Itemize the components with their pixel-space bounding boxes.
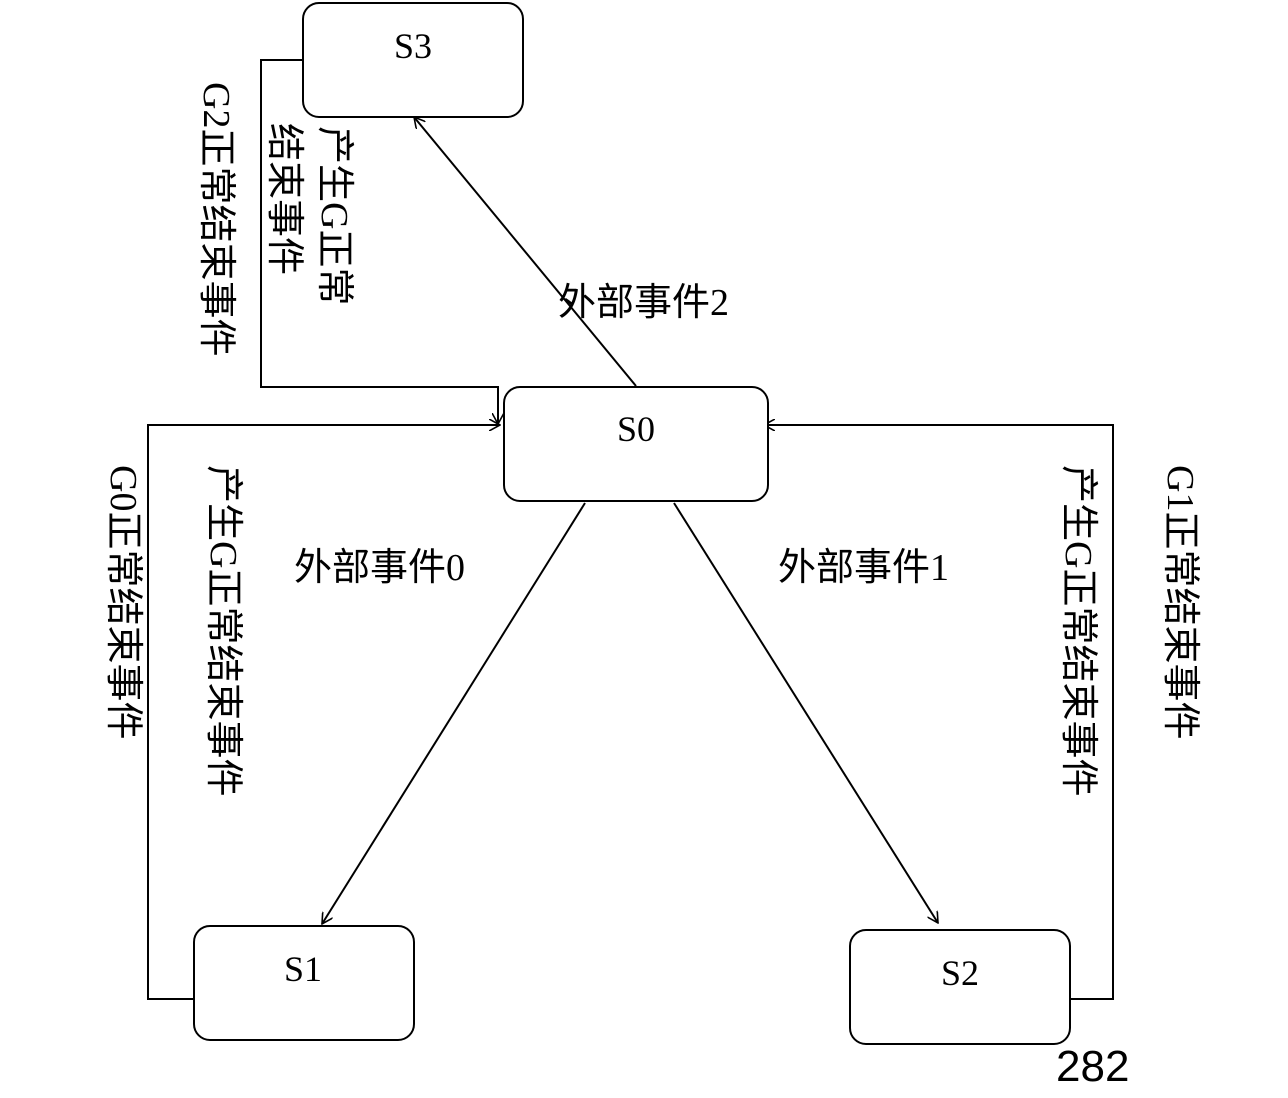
state-s3: S3: [302, 2, 524, 118]
edge-label-external-event-2: 外部事件2: [558, 282, 729, 324]
state-s3-label: S3: [394, 26, 432, 66]
page-number: 282: [1056, 1042, 1130, 1091]
state-s0: S0: [503, 386, 769, 502]
arrow-s0-to-s1: [322, 502, 586, 924]
state-s1-label: S1: [284, 949, 322, 989]
label-gen-g-end-s1: 产生G正常结束事件: [202, 465, 244, 796]
loop-s2-to-s0: [764, 425, 1114, 1000]
state-s1: S1: [193, 925, 415, 1041]
label-gen-g-end-s3-col1: 产生G正常: [313, 126, 355, 305]
label-gen-g-end-s2: 产生G正常结束事件: [1057, 465, 1099, 796]
label-g0-end-event: G0正常结束事件: [102, 465, 144, 739]
arrow-s0-to-s2: [673, 502, 938, 923]
state-s2-label: S2: [941, 953, 979, 993]
edge-label-external-event-0: 外部事件0: [294, 547, 465, 589]
label-gen-g-end-s3-col2: 结束事件: [263, 123, 305, 275]
state-s0-label: S0: [617, 409, 655, 449]
edge-label-external-event-1: 外部事件1: [778, 547, 949, 589]
loop-s3-to-s0: [260, 59, 498, 424]
label-g2-end-event: G2正常结束事件: [195, 82, 237, 356]
label-g1-end-event: G1正常结束事件: [1159, 465, 1201, 739]
loop-s1-to-s0: [147, 425, 500, 1000]
arrow-s0-to-s3: [414, 117, 637, 387]
state-s2: S2: [849, 929, 1071, 1045]
